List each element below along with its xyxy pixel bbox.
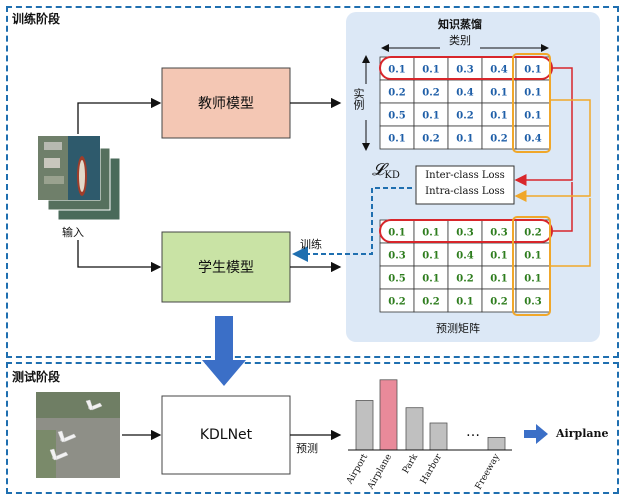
bar-label-freeway: Freeway (474, 452, 503, 492)
teacher-matrix-cell-value: 0.1 (456, 134, 473, 145)
student-matrix-cell-value: 0.1 (388, 228, 405, 239)
student-matrix-cell-value: 0.1 (422, 251, 439, 262)
teacher-matrix: 0.1 0.1 0.3 0.4 0.1 0.2 0.2 0.4 0.1 0.1 0.5 0.1 0.2 0… (379, 56, 551, 150)
student-matrix-cell-value: 0.3 (388, 251, 405, 262)
teacher-col-highlight (512, 53, 551, 153)
student-matrix-cell-value: 0.2 (456, 274, 473, 285)
student-matrix-cell-value: 0.5 (388, 274, 405, 285)
bar-freeway (487, 436, 506, 451)
student-matrix-cell-value: 0.2 (388, 297, 405, 308)
student-model-label: 学生模型 (198, 260, 254, 276)
input-image-stack (37, 135, 121, 221)
inter-class-connector-student (552, 182, 573, 232)
teacher-matrix-cell-value: 0.1 (490, 88, 507, 99)
bar-park (405, 407, 424, 451)
loss-box (415, 165, 515, 205)
student-matrix-cell-value: 0.1 (524, 251, 541, 262)
bar-label-park: Park (401, 452, 420, 475)
teacher-matrix-cell-value: 0.4 (490, 65, 507, 76)
result-label: Airplane (556, 427, 609, 440)
student-matrix-cell-value: 0.3 (456, 228, 473, 239)
intra-class-connector (514, 99, 591, 202)
inter-class-loss: Inter-class Loss (425, 170, 505, 181)
intra-class-loss: Intra-class Loss (425, 186, 505, 197)
bar-harbor (429, 422, 448, 451)
inter-class-connector (514, 67, 573, 186)
teacher-matrix-cell-value: 0.2 (490, 134, 507, 145)
student-matrix-cell-value: 0.1 (422, 228, 439, 239)
student-matrix-cell-value: 0.2 (490, 297, 507, 308)
bar-label-harbor: Harbor (419, 452, 445, 486)
teacher-matrix-cell-value: 0.1 (490, 111, 507, 122)
student-box (161, 231, 291, 303)
student-matrix-cell-value: 0.2 (422, 297, 439, 308)
teacher-matrix-cell-value: 0.2 (456, 111, 473, 122)
kd-loss-subscript: KD (384, 170, 400, 181)
input-label: 输入 (62, 226, 84, 239)
kd-loss-symbol: 𝓛KD (372, 160, 400, 181)
student-matrix-cell-value: 0.2 (524, 228, 541, 239)
input-to-student-arrow (77, 240, 162, 273)
teacher-matrix-cell-value: 0.1 (422, 111, 439, 122)
student-matrix-cell-value: 0.1 (490, 251, 507, 262)
teacher-matrix-cell-value: 0.5 (388, 111, 405, 122)
prediction-matrix-label: 预测矩阵 (436, 322, 480, 335)
instance-label: 实例 (351, 88, 365, 110)
kd-title: 知识蒸馏 (438, 18, 482, 31)
result-arrow (524, 424, 548, 444)
student-matrix-cell-value: 0.3 (524, 297, 541, 308)
kdlnet-label: KDLNet (199, 427, 253, 443)
intra-class-connector-student (550, 198, 591, 267)
kd-loss-script: 𝓛 (372, 160, 385, 180)
teacher-matrix-cell-value: 0.1 (524, 111, 541, 122)
stage-transition-arrow (202, 316, 246, 386)
bar-airport (355, 400, 374, 451)
teacher-matrix-cell-value: 0.3 (456, 65, 473, 76)
teacher-matrix-cell-value: 0.1 (524, 88, 541, 99)
teacher-matrix-cell-value: 0.2 (422, 88, 439, 99)
test-stage-title: 测试阶段 (12, 370, 61, 384)
teacher-matrix-cell-value: 0.1 (422, 65, 439, 76)
teacher-matrix-cell-value: 0.1 (388, 65, 405, 76)
student-matrix-cell-value: 0.1 (456, 297, 473, 308)
teacher-model-label: 教师模型 (198, 96, 254, 112)
train-feedback-arrow (292, 187, 412, 262)
teacher-matrix-cell-value: 0.4 (456, 88, 473, 99)
teacher-matrix-cell-value: 0.1 (388, 134, 405, 145)
predict-label: 预测 (296, 442, 318, 455)
teacher-matrix-cell-value: 0.2 (388, 88, 405, 99)
student-matrix-cell-value: 0.1 (422, 274, 439, 285)
student-matrix-cell-value: 0.3 (490, 228, 507, 239)
loss-box-text: Inter-class Loss Intra-class Loss (416, 168, 514, 200)
train-stage-frame (6, 6, 619, 358)
student-matrix-cell-value: 0.1 (524, 274, 541, 285)
train-label: 训练 (300, 238, 322, 251)
student-matrix-cell-value: 0.1 (490, 274, 507, 285)
input-to-teacher-arrow (77, 97, 162, 134)
teacher-matrix-cell-value: 0.1 (524, 65, 541, 76)
test-input-image (36, 392, 120, 478)
train-stage-title: 训练阶段 (12, 12, 61, 26)
teacher-box (161, 67, 291, 139)
student-matrix-cell-value: 0.4 (456, 251, 473, 262)
bar-label-airport: Airport (345, 452, 371, 487)
teacher-matrix-cell-value: 0.4 (524, 134, 541, 145)
category-label: 类别 (449, 34, 471, 47)
test-stage-frame (6, 362, 619, 494)
student-matrix: 0.1 0.1 0.3 0.3 0.2 0.3 0.1 0.4 0.1 0.1 0.5 0.1 0.2 0… (379, 219, 551, 313)
instance-label-text: 实例 (352, 88, 365, 110)
ellipsis: … (466, 424, 480, 440)
bar-label-airplane: Airplane (366, 453, 395, 492)
bar-airplane (379, 379, 398, 451)
teacher-matrix-cell-value: 0.2 (422, 134, 439, 145)
